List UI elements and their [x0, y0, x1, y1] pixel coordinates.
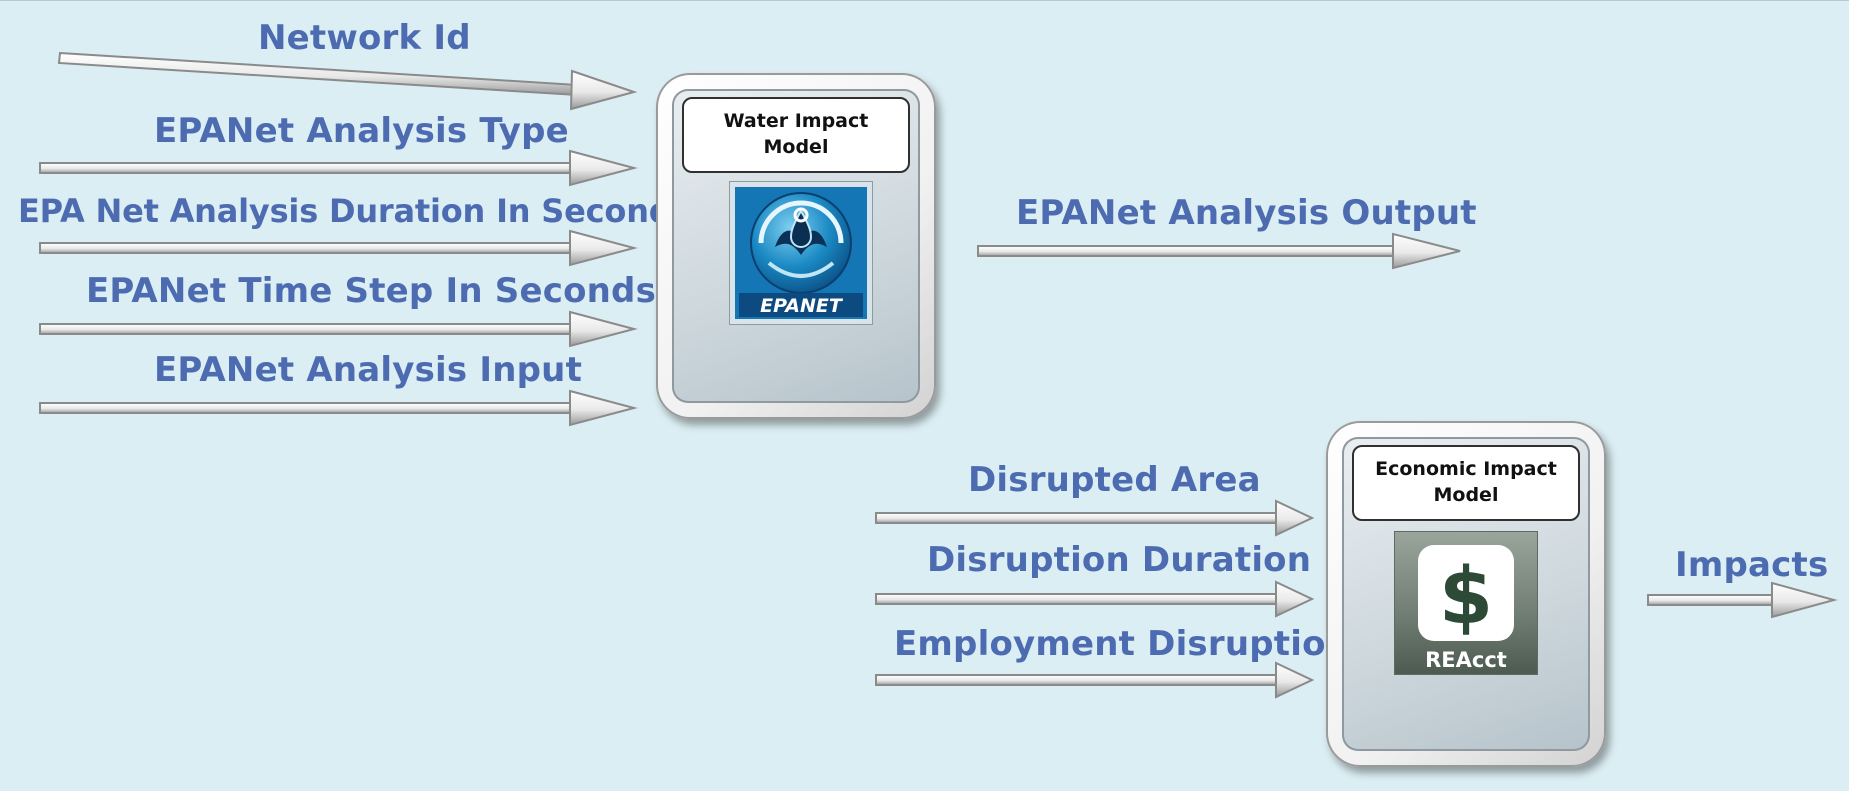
arrow-analysis-output [977, 232, 1461, 270]
svg-text:EPANET: EPANET [760, 295, 844, 317]
svg-text:REAcct: REAcct [1425, 648, 1507, 672]
arrow-analysis-input [39, 389, 638, 427]
label-network-id: Network Id [258, 18, 471, 58]
arrow-employment-disruption [875, 661, 1315, 699]
epanet-logo-icon: EPANET [729, 181, 873, 325]
arrow-network-id [57, 51, 638, 111]
water-model-title: Water Impact Model [682, 97, 910, 173]
svg-text:$: $ [1439, 552, 1493, 642]
economic-impact-model: Economic Impact Model $ REAcct [1326, 421, 1606, 767]
water-impact-model: Water Impact Model EPANET [656, 73, 936, 419]
arrow-time-step [39, 310, 638, 348]
label-impacts: Impacts [1675, 545, 1829, 585]
arrow-analysis-type [39, 149, 638, 187]
arrow-disruption-duration [875, 580, 1315, 618]
label-analysis-output: EPANet Analysis Output [1016, 193, 1477, 233]
label-disruption-duration: Disruption Duration [927, 540, 1312, 580]
label-employment-disruption: Employment Disruption [894, 624, 1351, 664]
label-disrupted-area: Disrupted Area [968, 460, 1261, 500]
label-analysis-type: EPANet Analysis Type [154, 111, 569, 151]
economic-model-title: Economic Impact Model [1352, 445, 1580, 521]
arrow-analysis-duration [39, 229, 638, 267]
label-time-step: EPANet Time Step In Seconds [86, 271, 657, 311]
label-analysis-input: EPANet Analysis Input [154, 350, 583, 390]
label-analysis-duration: EPA Net Analysis Duration In Seconds [18, 192, 691, 230]
reacct-logo-icon: $ REAcct [1394, 531, 1538, 675]
arrow-disrupted-area [875, 499, 1315, 537]
arrow-impacts [1647, 581, 1838, 619]
